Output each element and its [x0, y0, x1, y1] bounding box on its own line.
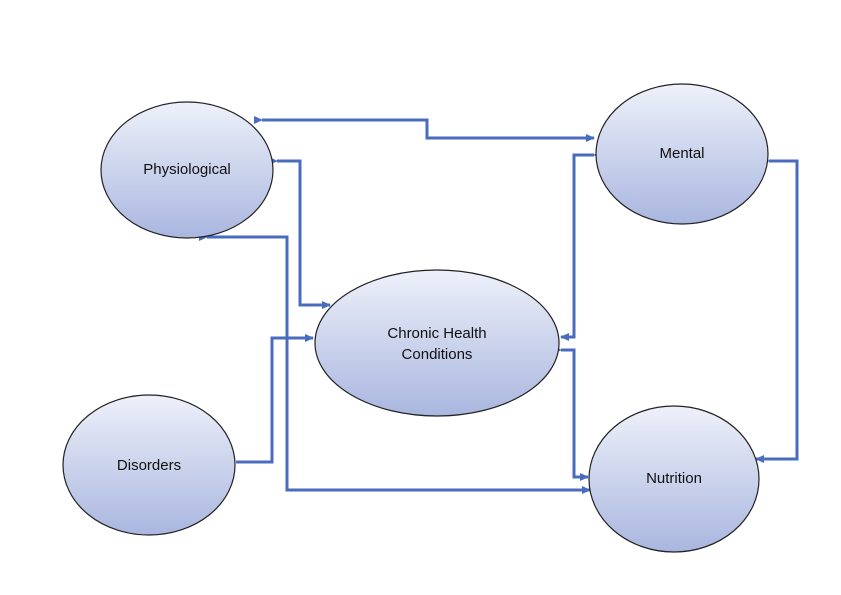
connector-mental-chronic: [560, 151, 602, 341]
connector-physiological-mental: [254, 116, 595, 142]
node-disorders-label: Disorders: [117, 457, 181, 474]
connectors: [199, 116, 799, 494]
node-chronic-shape: [314, 269, 560, 417]
node-chronic-label-line2: Conditions: [402, 346, 473, 363]
node-mental-shape: [595, 83, 769, 225]
node-physiological-shape: [100, 101, 274, 239]
connector-physiological-nutrition: [199, 233, 591, 494]
node-disorders[interactable]: Disorders: [62, 394, 236, 536]
node-physiological-label: Physiological: [143, 161, 231, 178]
connector-physiological-chronic: [269, 157, 331, 309]
connector-disorders-chronic: [236, 334, 314, 464]
node-physiological[interactable]: Physiological: [100, 101, 274, 239]
node-nutrition-shape: [588, 405, 760, 553]
node-nutrition-label: Nutrition: [646, 470, 702, 487]
node-chronic-label-line1: Chronic Health: [387, 325, 486, 342]
connector-chronic-nutrition: [553, 346, 589, 481]
connector-mental-nutrition: [755, 157, 799, 463]
node-mental-label: Mental: [659, 145, 704, 162]
node-nutrition[interactable]: Nutrition: [588, 405, 760, 553]
node-mental[interactable]: Mental: [595, 83, 769, 225]
node-disorders-shape: [62, 394, 236, 536]
node-chronic-health-conditions[interactable]: Chronic Health Conditions: [314, 269, 560, 417]
